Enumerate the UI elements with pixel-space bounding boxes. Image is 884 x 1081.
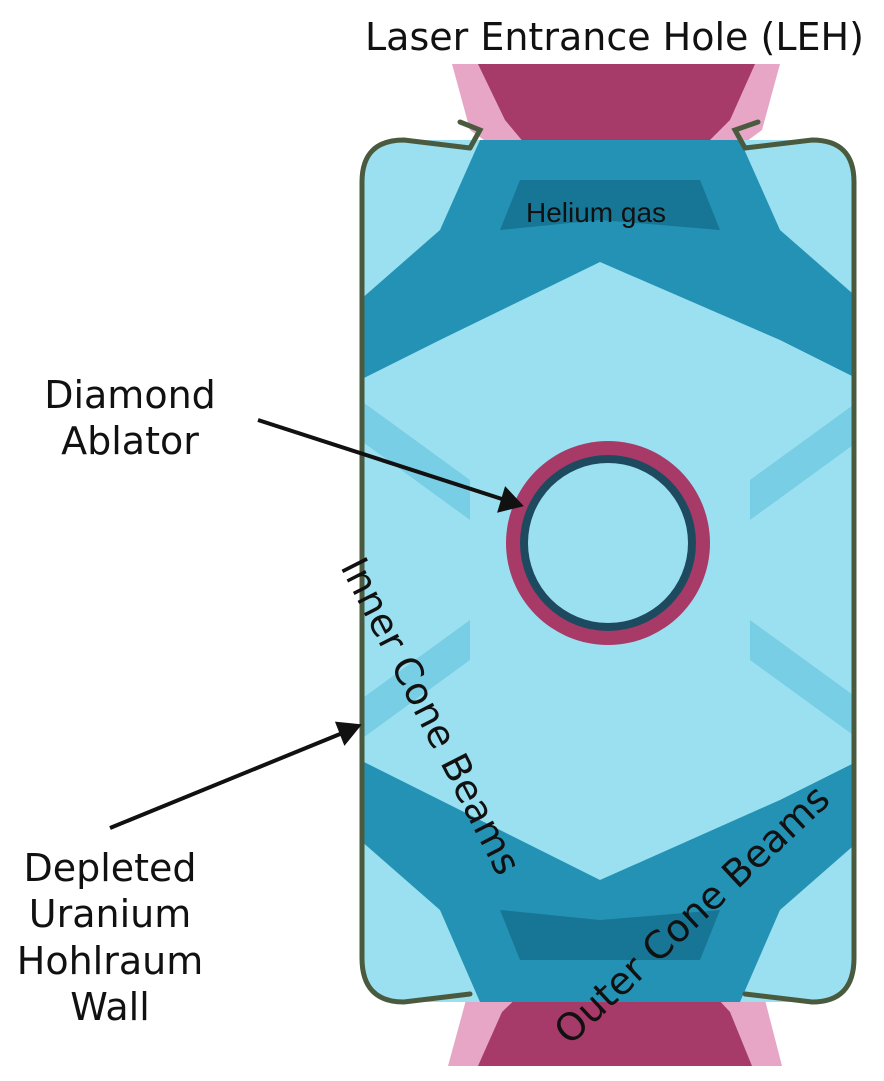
diamond-ablator-line-1: Diamond xyxy=(30,372,230,418)
hohlraum-wall-line-2: Uranium xyxy=(10,891,210,937)
hohlraum-wall-label: Depleted Uranium Hohlraum Wall xyxy=(10,845,210,1030)
hohlraum-wall-line-4: Wall xyxy=(10,984,210,1030)
hohlraum-wall-arrowhead xyxy=(338,724,358,742)
hohlraum-wall-line-1: Depleted xyxy=(10,845,210,891)
helium-gas-label: Helium gas xyxy=(526,196,666,230)
top-laser-plume xyxy=(452,64,780,150)
diamond-ablator-capsule xyxy=(506,441,710,645)
diamond-ablator-label: Diamond Ablator xyxy=(30,372,230,465)
hohlraum-wall-arrow xyxy=(110,732,345,828)
diamond-ablator-line-2: Ablator xyxy=(30,418,230,464)
leh-label: Laser Entrance Hole (LEH) xyxy=(365,14,864,60)
hohlraum-wall-line-3: Hohlraum xyxy=(10,938,210,984)
